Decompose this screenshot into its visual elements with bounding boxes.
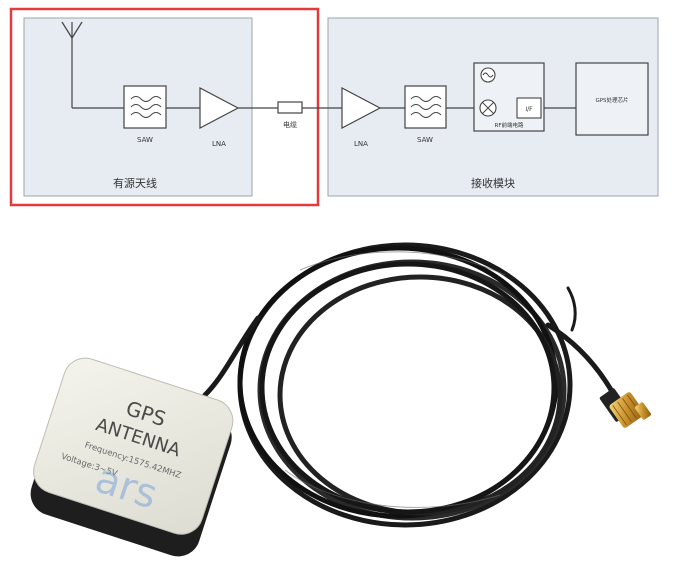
saw2-label: SAW (417, 136, 433, 144)
lna2-label: LNA (354, 140, 368, 148)
mixer-icon (479, 99, 497, 117)
antenna-symbol-icon (61, 21, 83, 108)
cable-highlights (284, 251, 506, 508)
antenna-cable-coil (202, 242, 617, 528)
lna-1-amplifier (199, 87, 240, 129)
cable-symbol (277, 101, 303, 114)
if-filter-block (516, 97, 542, 119)
if-label: I/F (525, 106, 533, 113)
saw-filter-2 (404, 85, 447, 129)
rf-frontend-label: RF前端电路 (495, 121, 524, 129)
sma-connector-icon (599, 388, 651, 428)
saw1-label: SAW (137, 136, 153, 144)
gps-processor-block (575, 62, 649, 136)
gps-processor-label: GPS处理芯片 (595, 96, 628, 104)
lna-2-amplifier (341, 87, 382, 129)
cable-label: 电缆 (283, 120, 297, 129)
highlight-frame (9, 7, 320, 207)
gps-antenna-puck (30, 357, 234, 557)
saw-filter-1 (123, 85, 167, 129)
oscillator-icon (480, 67, 496, 83)
lna1-label: LNA (212, 140, 226, 148)
antenna-module-label: 有源天线 (113, 176, 157, 190)
receiver-module-label: 接收模块 (471, 176, 515, 190)
